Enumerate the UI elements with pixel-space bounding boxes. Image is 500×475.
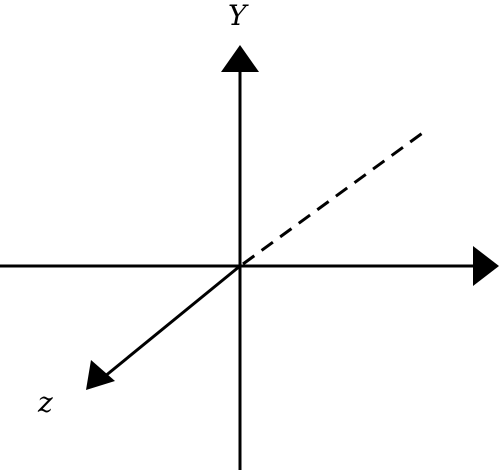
z-axis-label: z <box>37 386 53 419</box>
x-axis-arrowhead <box>473 246 499 286</box>
z-axis-negative-dashed-line <box>242 127 429 266</box>
y-axis-arrowhead <box>221 45 259 72</box>
z-axis-line <box>103 264 241 379</box>
z-axis-arrowhead <box>86 360 115 390</box>
y-axis-label: Y <box>228 0 249 32</box>
